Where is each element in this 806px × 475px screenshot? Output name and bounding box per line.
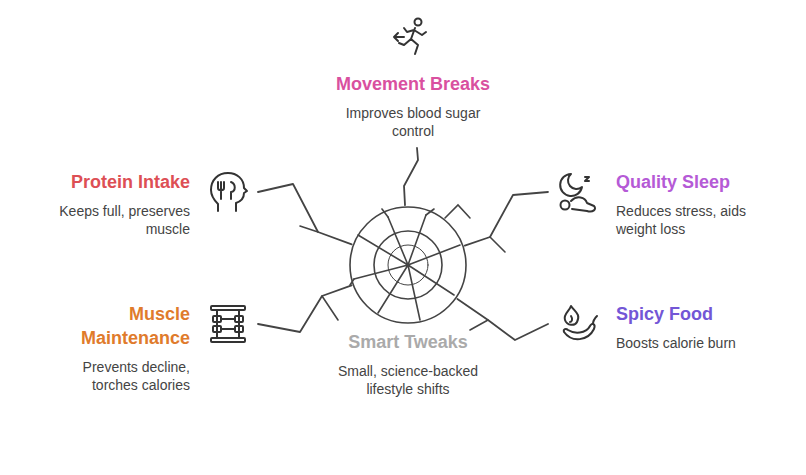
node-heading: Spicy Food bbox=[616, 302, 713, 326]
node-description: Prevents decline, torches calories bbox=[60, 358, 190, 394]
crack-connector bbox=[404, 148, 418, 205]
sleep-icon bbox=[556, 170, 600, 214]
crack-connector bbox=[258, 184, 352, 244]
node-description: Reduces stress, aids weight loss bbox=[616, 202, 766, 238]
node-heading: Muscle Maintenance bbox=[50, 302, 190, 350]
crack-connector bbox=[457, 299, 548, 340]
crack-connector bbox=[465, 192, 548, 246]
lift-icon bbox=[206, 302, 250, 346]
node-heading: Protein Intake bbox=[71, 170, 190, 194]
spicy-icon bbox=[556, 302, 600, 346]
cracked-hub bbox=[348, 205, 468, 325]
node-description: Keeps full, preserves muscle bbox=[40, 202, 190, 238]
eat-icon bbox=[206, 170, 250, 214]
node-heading: Movement Breaks bbox=[336, 72, 490, 96]
tip-item: Protein IntakeKeeps full, preserves musc… bbox=[40, 170, 250, 238]
tip-item: Spicy FoodBoosts calorie burn bbox=[556, 302, 736, 352]
crack-connector bbox=[258, 285, 352, 332]
run-icon bbox=[391, 14, 435, 58]
tip-item: Muscle MaintenancePrevents decline, torc… bbox=[50, 302, 250, 394]
hub-circle: Smart TweaksSmall, science-backed lifest… bbox=[348, 205, 468, 325]
tip-item: Movement BreaksImproves blood sugar cont… bbox=[336, 14, 490, 140]
tip-item: Quality SleepReduces stress, aids weight… bbox=[556, 170, 766, 238]
node-heading: Smart Tweaks bbox=[348, 330, 468, 354]
node-description: Boosts calorie burn bbox=[616, 334, 736, 352]
node-description: Improves blood sugar control bbox=[338, 104, 488, 140]
node-description: Small, science-backed lifestyle shifts bbox=[323, 362, 493, 398]
node-heading: Quality Sleep bbox=[616, 170, 730, 194]
